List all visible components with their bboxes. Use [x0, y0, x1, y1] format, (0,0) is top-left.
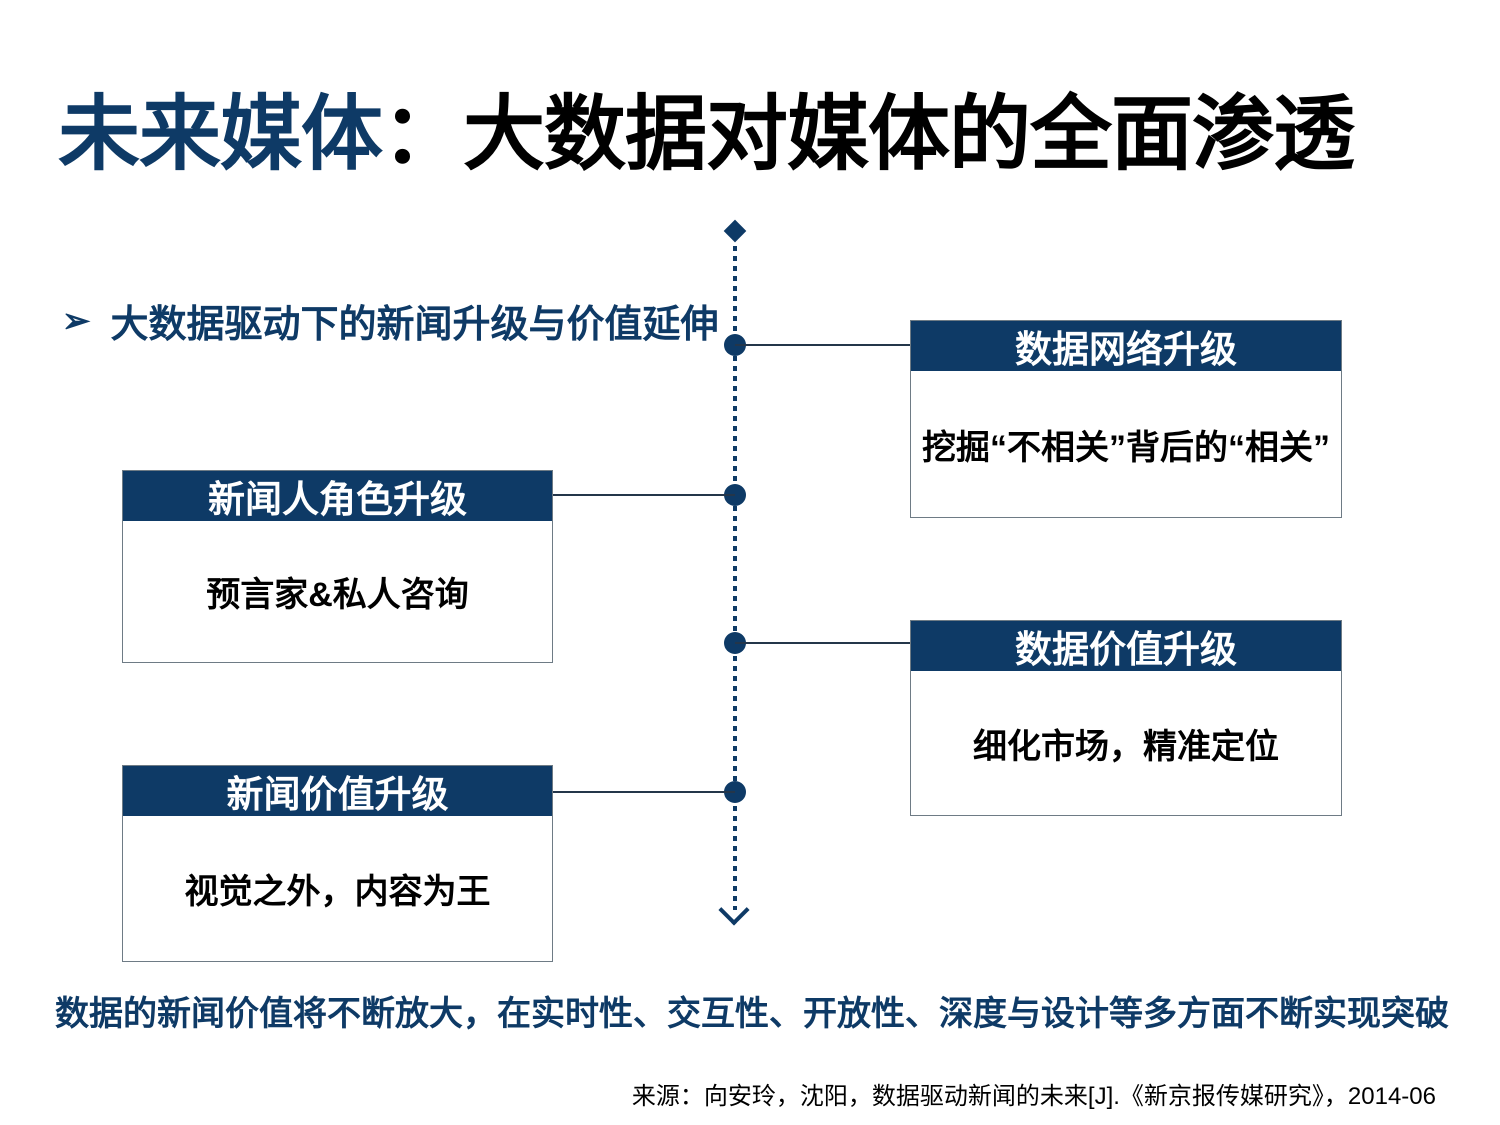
bullet-text: 大数据驱动下的新闻升级与价值延伸	[110, 304, 719, 346]
node-header: 新闻价值升级	[123, 766, 552, 816]
node-body: 挖掘“不相关”背后的“相关”	[922, 428, 1330, 467]
connector-dot-role	[724, 484, 746, 506]
node-box-data-value: 数据价值升级 细化市场，精准定位	[910, 620, 1342, 816]
node-header: 数据价值升级	[911, 621, 1341, 671]
bullet-arrow-icon: ➢	[62, 301, 91, 340]
connector-dot-newsvalue	[724, 781, 746, 803]
connector-line-network	[735, 344, 911, 346]
connector-line-newsvalue	[553, 791, 735, 793]
node-box-journalist-role: 新闻人角色升级 预言家&私人咨询	[122, 470, 553, 663]
node-box-data-network: 数据网络升级 挖掘“不相关”背后的“相关”	[910, 320, 1342, 518]
node-body: 预言家&私人咨询	[206, 576, 469, 614]
node-body: 细化市场，精准定位	[973, 727, 1279, 766]
timeline-start-diamond-icon	[723, 219, 747, 243]
timeline-end-arrow-icon	[718, 894, 750, 926]
node-box-news-value: 新闻价值升级 视觉之外，内容为王	[122, 765, 553, 962]
connector-line-role	[553, 494, 735, 496]
page-title-highlight: 未来媒体	[58, 89, 383, 180]
page-title-rest: ：大数据对媒体的全面渗透	[382, 89, 1355, 180]
node-header: 新闻人角色升级	[123, 471, 552, 521]
source-citation: 来源：向安玲，沈阳，数据驱动新闻的未来[J].《新京报传媒研究》，2014-06	[631, 1083, 1436, 1110]
bullet-line: ➢ 大数据驱动下的新闻升级与价值延伸	[62, 293, 719, 348]
connector-line-value	[735, 642, 911, 644]
node-header: 数据网络升级	[911, 321, 1341, 371]
timeline-dotted-line	[733, 246, 737, 910]
node-body: 视觉之外，内容为王	[184, 873, 491, 911]
footer-emphasis-text: 数据的新闻价值将不断放大，在实时性、交互性、开放性、深度与设计等多方面不断实现突…	[55, 995, 1449, 1033]
page-title: 未来媒体：大数据对媒体的全面渗透	[58, 86, 1355, 184]
